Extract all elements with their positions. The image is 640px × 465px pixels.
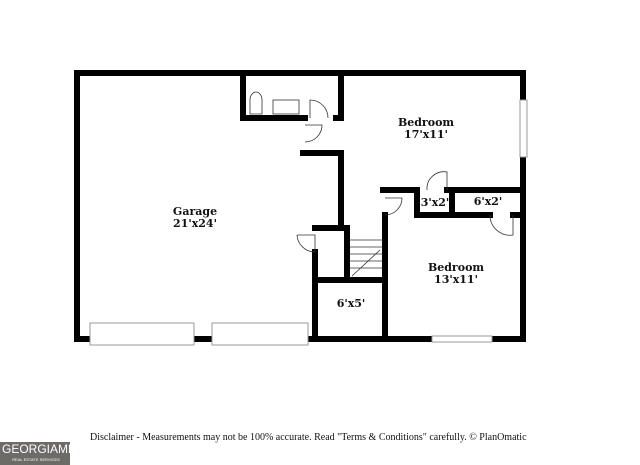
interior-wall [312,212,388,342]
door-swing [304,124,323,143]
garage-door [211,322,309,346]
door-swing [489,214,514,236]
room-label-closet-2: 6'x2' [473,195,503,208]
room-label-closet-1: 3'x2' [420,196,450,209]
window [519,99,528,158]
disclaimer: Disclaimer - Measurements may not be 100… [90,432,527,443]
window [431,335,493,343]
outer-wall [74,70,526,342]
room-label-storage: 6'x5' [336,297,366,310]
door-swing [309,99,329,119]
stairs [350,239,383,277]
toilet-icon [249,91,263,115]
door-swing [296,234,316,253]
closet-wall [380,187,526,218]
garage-door [89,322,195,346]
door-swing [426,171,448,191]
door-swing [384,197,403,216]
bath-wall [240,70,344,121]
hall-wall [300,150,344,231]
sink-icon [272,99,300,115]
